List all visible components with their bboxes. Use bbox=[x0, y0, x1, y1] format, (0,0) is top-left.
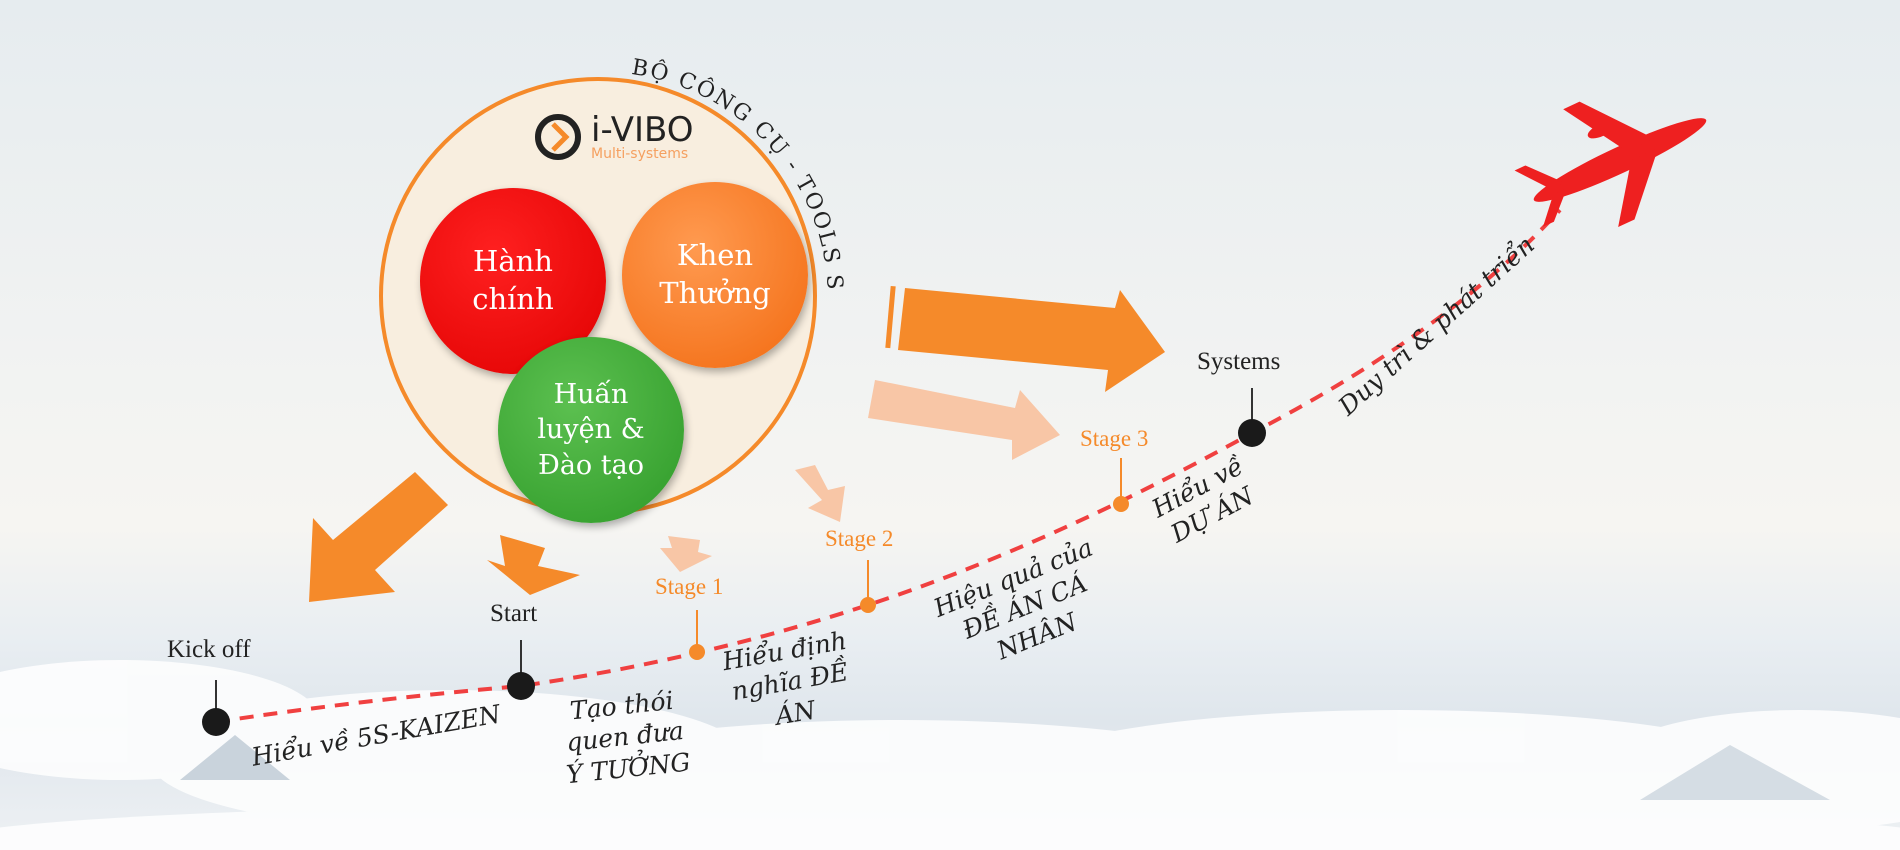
milestone-dot-stage1 bbox=[689, 644, 705, 660]
tool-hanh-chinh: Hành chính bbox=[420, 188, 606, 374]
milestone-dot-kickoff bbox=[202, 708, 230, 736]
airplane-icon bbox=[1514, 101, 1707, 228]
description-y-tuong: Tạo thói quen đưa Ý TƯỞNG bbox=[564, 685, 692, 789]
milestone-label-kickoff: Kick off bbox=[167, 636, 251, 663]
milestone-dot-stage3 bbox=[1113, 496, 1129, 512]
arrow-down-left bbox=[309, 472, 448, 602]
milestone-dot-systems bbox=[1238, 419, 1266, 447]
clouds bbox=[0, 660, 1900, 850]
mountain-peak bbox=[1640, 745, 1830, 800]
mountain-peak bbox=[180, 735, 290, 780]
logo-icon bbox=[535, 114, 581, 160]
logo-name: i-VIBO bbox=[591, 110, 694, 150]
milestone-dot-start bbox=[507, 672, 535, 700]
milestone-label-stage3: Stage 3 bbox=[1080, 426, 1149, 451]
milestone-label-systems: Systems bbox=[1197, 348, 1281, 375]
progress-path bbox=[215, 208, 1562, 724]
tool-huan-luyen: Huấn luyện & Đào tạo bbox=[498, 337, 684, 523]
arrow-right-light bbox=[868, 380, 1060, 460]
logo-tagline: Multi-systems bbox=[591, 146, 689, 162]
tool-khen-thuong: Khen Thưởng bbox=[622, 182, 808, 368]
milestone-label-start: Start bbox=[490, 600, 538, 627]
milestone-dot-stage2 bbox=[860, 597, 876, 613]
logo: i-VIBO Multi-systems bbox=[533, 112, 694, 162]
milestone-label-stage1: Stage 1 bbox=[655, 574, 724, 599]
arrow-down-stage1 bbox=[660, 536, 712, 572]
arrow-right-large bbox=[885, 285, 1165, 392]
arrow-down-stage2 bbox=[795, 465, 845, 522]
milestone-label-stage2: Stage 2 bbox=[825, 526, 894, 551]
arrow-down-start bbox=[487, 535, 580, 595]
